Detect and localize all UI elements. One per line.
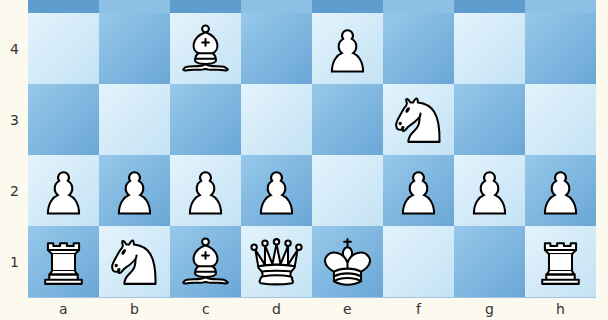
file-letter: h [556, 302, 565, 316]
rank-strip [28, 0, 596, 13]
file-letter: d [272, 302, 281, 316]
chess-pieces [45, 25, 579, 284]
rank-number: 1 [10, 255, 19, 269]
rank-number: 3 [10, 113, 19, 127]
file-letter: g [485, 302, 494, 316]
board-squares [28, 13, 596, 297]
file-letter: e [343, 302, 352, 316]
rank-number: 4 [10, 42, 19, 56]
file-letter: a [59, 302, 68, 316]
file-letter: b [130, 302, 139, 316]
file-letter: c [202, 302, 210, 316]
file-letter: f [416, 302, 421, 316]
rank-number: 2 [10, 184, 19, 198]
